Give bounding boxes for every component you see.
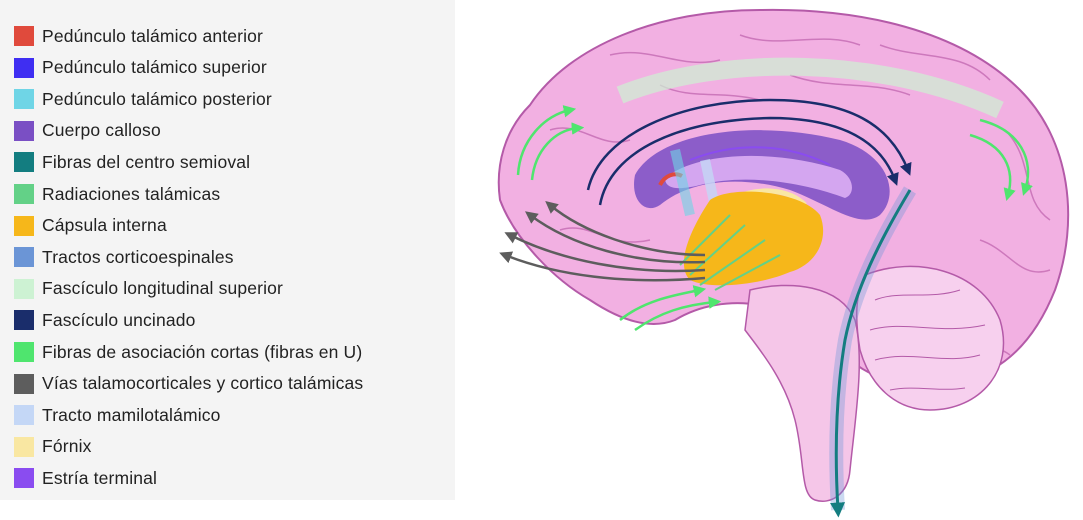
legend-item: Pedúnculo talámico posterior [14, 87, 272, 111]
legend-item: Fórnix [14, 435, 92, 459]
legend-swatch [14, 279, 34, 299]
legend-label: Pedúnculo talámico anterior [42, 26, 263, 47]
legend-swatch [14, 58, 34, 78]
legend-label: Cápsula interna [42, 215, 167, 236]
legend-swatch [14, 310, 34, 330]
brain-diagram [460, 0, 1083, 520]
legend-label: Cuerpo calloso [42, 120, 161, 141]
legend-swatch [14, 152, 34, 172]
legend-label: Fibras del centro semioval [42, 152, 250, 173]
legend-item: Radiaciones talámicas [14, 182, 220, 206]
legend-label: Pedúnculo talámico posterior [42, 89, 272, 110]
legend-label: Tractos corticoespinales [42, 247, 234, 268]
legend-label: Fórnix [42, 436, 92, 457]
legend-item: Vías talamocorticales y cortico talámica… [14, 372, 363, 396]
legend-label: Pedúnculo talámico superior [42, 57, 267, 78]
legend-label: Fibras de asociación cortas (fibras en U… [42, 342, 362, 363]
legend-label: Radiaciones talámicas [42, 184, 220, 205]
legend-item: Fascículo uncinado [14, 308, 195, 332]
legend-swatch [14, 26, 34, 46]
legend-label: Vías talamocorticales y cortico talámica… [42, 373, 363, 394]
legend-swatch [14, 468, 34, 488]
legend-label: Tracto mamilotalámico [42, 405, 221, 426]
legend-swatch [14, 374, 34, 394]
legend-item: Cuerpo calloso [14, 119, 161, 143]
legend-swatch [14, 247, 34, 267]
legend-swatch [14, 437, 34, 457]
legend-swatch [14, 89, 34, 109]
legend-item: Tracto mamilotalámico [14, 403, 221, 427]
legend-item: Pedúnculo talámico anterior [14, 24, 263, 48]
legend-swatch [14, 342, 34, 362]
legend-swatch [14, 216, 34, 236]
legend-label: Fascículo uncinado [42, 310, 195, 331]
legend-item: Tractos corticoespinales [14, 245, 234, 269]
legend-item: Pedúnculo talámico superior [14, 56, 267, 80]
legend-label: Estría terminal [42, 468, 157, 489]
legend-item: Fibras del centro semioval [14, 150, 250, 174]
legend-swatch [14, 405, 34, 425]
legend-swatch [14, 184, 34, 204]
legend-item: Estría terminal [14, 466, 157, 490]
legend-label: Fascículo longitudinal superior [42, 278, 283, 299]
legend-item: Fibras de asociación cortas (fibras en U… [14, 340, 362, 364]
legend-swatch [14, 121, 34, 141]
legend-item: Fascículo longitudinal superior [14, 277, 283, 301]
legend-item: Cápsula interna [14, 214, 167, 238]
